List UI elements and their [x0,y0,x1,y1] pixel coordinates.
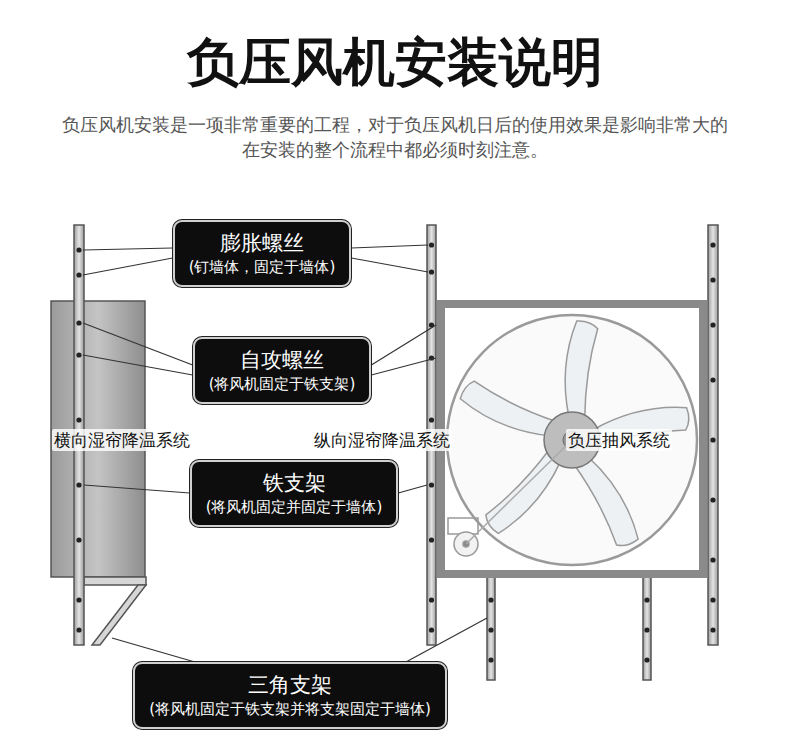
page-title: 负压风机安装说明 [0,30,790,94]
leader-line [83,248,173,250]
screw-dot [710,322,715,327]
screw-dot [429,627,434,632]
callout-note: (将风机固定并固定于墙体) [206,497,383,518]
screw-dot [429,597,434,602]
callout-heading: 膨胀螺丝 [189,229,336,257]
leader-line [351,258,428,272]
fan-motor [448,440,572,556]
screw-dot [710,557,715,562]
screw-dot [429,242,434,247]
screw-dot [429,269,434,274]
screw-dot [488,597,493,602]
page-subtitle: 负压风机安装是一项非常重要的工程，对于负压风机日后的使用效果是影响非常大的 在安… [55,112,735,162]
leader-line [83,323,193,365]
callout-box: 自攻螺丝(将风机固定于铁支架) [193,337,372,404]
callout-box: 三角支架(将风机固定于铁支架并将支架固定于墙体) [133,662,447,729]
screw-dot [710,597,715,602]
callout-heading: 自攻螺丝 [209,346,356,374]
screw-dot [644,657,649,662]
fan-frame [441,304,703,574]
screw-dot [76,272,81,277]
screw-dot [488,657,493,662]
screw-dot [710,627,715,632]
callout-heading: 三角支架 [149,671,431,699]
callout-note: (钉墙体，固定于墙体) [189,257,336,278]
leader-line [84,485,190,493]
screw-dot [429,537,434,542]
callout-box: 膨胀螺丝(钉墙体，固定于墙体) [173,220,352,287]
system-label: 纵向湿帘降温系统 [312,429,452,451]
screw-dot [76,417,81,422]
leader-line [398,485,427,493]
screw-dot [644,627,649,632]
screw-dot [76,597,81,602]
iron-rails [74,225,718,680]
screw-dot [76,320,81,325]
fan-blades [453,320,696,555]
screw-dot [76,247,81,252]
screw-dot [488,627,493,632]
screw-dot [429,482,434,487]
leader-line [371,325,436,365]
screw-dot [710,437,715,442]
callout-note: (将风机固定于铁支架) [209,374,356,395]
screw-dot [76,627,81,632]
leader-line [351,245,428,248]
screw-dot [76,482,81,487]
leader-line [83,258,173,275]
leader-line [407,618,487,662]
fan-ring [447,315,697,565]
leader-line [371,358,436,375]
screw-dot [644,597,649,602]
screw-dot [710,497,715,502]
callout-box: 铁支架(将风机固定并固定于墙体) [190,460,399,527]
screw-dot [710,377,715,382]
screw-dot [76,537,81,542]
screw-dot [429,417,434,422]
triangle-bracket [84,577,146,645]
screw-dot [76,352,81,357]
screw-dot [710,277,715,282]
screw-dot [710,242,715,247]
leader-line [112,638,193,662]
callout-heading: 铁支架 [206,469,383,497]
system-label: 负压抽风系统 [566,429,672,451]
leader-line [83,355,193,375]
callout-note: (将风机固定于铁支架并将支架固定于墙体) [149,699,431,720]
system-label: 横向湿帘降温系统 [52,429,192,451]
